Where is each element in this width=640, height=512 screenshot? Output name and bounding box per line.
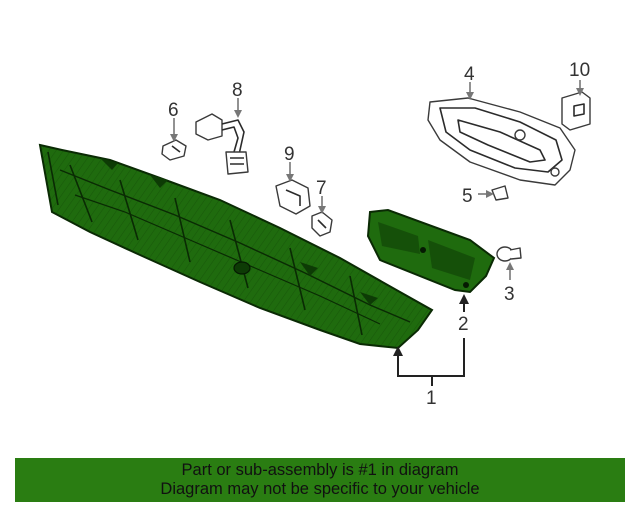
callout-7: 7 xyxy=(316,178,327,199)
part-10-connector[interactable] xyxy=(561,91,591,131)
callout-4: 4 xyxy=(464,64,475,85)
leader-lines xyxy=(170,80,584,386)
part-2-reflector-lens[interactable] xyxy=(366,208,496,294)
callout-1: 1 xyxy=(426,388,437,409)
callout-5: 5 xyxy=(462,186,473,207)
part-6-bulb[interactable] xyxy=(161,139,187,161)
part-9-socket[interactable] xyxy=(275,179,311,215)
footer-banner: Part or sub-assembly is #1 in diagram Di… xyxy=(15,458,625,502)
part-5-clip[interactable] xyxy=(491,185,509,201)
callout-9: 9 xyxy=(284,144,295,165)
footer-line-1: Part or sub-assembly is #1 in diagram xyxy=(181,461,459,479)
callout-10: 10 xyxy=(569,60,590,81)
part-8-socket-harness[interactable] xyxy=(195,113,249,175)
footer-line-2: Diagram may not be specific to your vehi… xyxy=(160,480,480,498)
part-1-tail-light-garnish[interactable] xyxy=(38,143,434,350)
callout-3: 3 xyxy=(504,284,515,305)
part-4-housing[interactable] xyxy=(427,97,576,186)
callout-6: 6 xyxy=(168,100,179,121)
part-7-bulb[interactable] xyxy=(311,211,333,237)
callout-2: 2 xyxy=(458,314,469,335)
part-3-screw[interactable] xyxy=(496,246,522,262)
callout-8: 8 xyxy=(232,80,243,101)
